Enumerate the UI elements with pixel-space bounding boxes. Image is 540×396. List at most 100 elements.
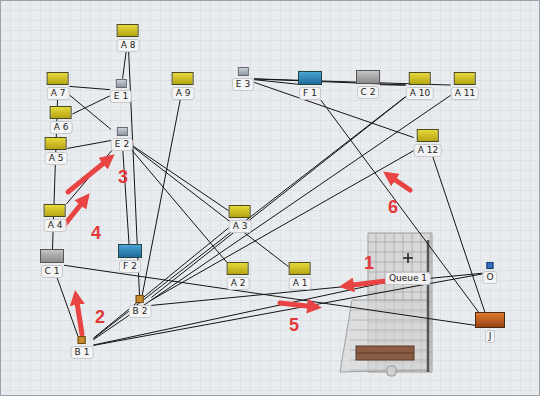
callout-number: 4 bbox=[91, 224, 101, 242]
object-label: A 9 bbox=[172, 87, 195, 100]
object-label: E 3 bbox=[232, 78, 254, 91]
conveyor-object: C 2 bbox=[356, 70, 380, 99]
connection-line bbox=[133, 147, 288, 267]
object-icon bbox=[47, 72, 69, 85]
callout-number: 3 bbox=[118, 168, 128, 186]
connection-line bbox=[380, 84, 406, 85]
processor-object: A 12 bbox=[414, 129, 442, 157]
object-label: A 7 bbox=[47, 87, 70, 100]
processor-object: A 4 bbox=[44, 204, 67, 232]
operator-object: E 2 bbox=[111, 127, 133, 151]
source-object: O bbox=[482, 262, 497, 284]
connection-line bbox=[72, 96, 109, 114]
connection-line bbox=[129, 52, 140, 296]
object-label: A 2 bbox=[227, 277, 250, 290]
combiner-object: F 1 bbox=[298, 71, 322, 100]
dispatcher-object: B 1 bbox=[71, 336, 94, 359]
object-icon bbox=[229, 205, 251, 218]
dispatcher-object: B 2 bbox=[129, 295, 152, 318]
connection-line bbox=[66, 151, 111, 205]
object-icon bbox=[44, 204, 66, 217]
object-label: A 3 bbox=[229, 220, 252, 233]
connection-line bbox=[93, 228, 228, 338]
connection-line bbox=[433, 157, 485, 313]
processor-object: A 3 bbox=[229, 205, 252, 233]
processor-object: A 11 bbox=[451, 72, 479, 100]
processor-object: A 2 bbox=[227, 262, 250, 290]
object-label: B 1 bbox=[71, 346, 94, 359]
object-label: A 6 bbox=[50, 121, 73, 134]
object-icon bbox=[454, 72, 476, 85]
object-icon bbox=[475, 312, 505, 328]
connection-line bbox=[123, 52, 127, 79]
object-label: C 2 bbox=[357, 86, 380, 99]
processor-object: A 5 bbox=[45, 137, 68, 165]
object-icon bbox=[45, 137, 67, 150]
object-icon bbox=[238, 67, 249, 76]
processor-object: A 7 bbox=[47, 72, 70, 100]
connection-line bbox=[57, 278, 78, 336]
connection-line bbox=[69, 95, 110, 129]
object-label: E 2 bbox=[111, 138, 133, 151]
object-label: A 1 bbox=[289, 277, 312, 290]
connection-line bbox=[93, 97, 405, 339]
object-icon bbox=[227, 262, 249, 275]
connection-line bbox=[69, 86, 109, 89]
object-label: A 4 bbox=[44, 219, 67, 232]
operator-object: E 3 bbox=[232, 67, 254, 91]
connection-line bbox=[133, 146, 228, 211]
sink-object: J bbox=[475, 312, 505, 343]
processor-object: A 9 bbox=[172, 72, 195, 100]
processor-object: A 1 bbox=[289, 262, 312, 290]
conveyor-object: C 1 bbox=[40, 249, 64, 278]
object-label: E 1 bbox=[110, 90, 132, 103]
object-icon bbox=[289, 262, 311, 275]
object-icon bbox=[116, 79, 127, 88]
connection-line bbox=[151, 273, 482, 305]
object-label: C 1 bbox=[41, 265, 64, 278]
connection-line bbox=[132, 151, 226, 263]
connection-line bbox=[64, 265, 475, 325]
callout-number: 6 bbox=[388, 198, 398, 216]
object-label: A 5 bbox=[45, 152, 68, 165]
object-icon bbox=[40, 249, 64, 263]
object-label: A 8 bbox=[117, 39, 140, 52]
object-icon bbox=[50, 106, 72, 119]
operator-object: E 1 bbox=[110, 79, 132, 103]
object-icon bbox=[117, 24, 139, 37]
object-icon bbox=[409, 72, 431, 85]
object-icon bbox=[417, 129, 439, 142]
connection-line bbox=[123, 151, 129, 245]
object-label: B 2 bbox=[129, 305, 152, 318]
object-icon bbox=[136, 295, 144, 303]
callout-number: 2 bbox=[95, 308, 105, 326]
processor-object: A 10 bbox=[406, 72, 434, 100]
object-label: O bbox=[482, 271, 497, 284]
connection-line bbox=[142, 100, 180, 296]
connection-line bbox=[151, 151, 413, 300]
processor-object: A 8 bbox=[117, 24, 140, 52]
object-label: A 12 bbox=[414, 144, 442, 157]
object-icon bbox=[356, 70, 380, 84]
object-label: F 1 bbox=[299, 87, 321, 100]
queue-object: Queue 1 bbox=[385, 270, 431, 285]
connection-line bbox=[93, 95, 450, 339]
object-label: F 2 bbox=[119, 260, 141, 273]
object-icon bbox=[117, 127, 128, 136]
object-icon bbox=[172, 72, 194, 85]
connection-line bbox=[151, 97, 405, 298]
connection-line bbox=[321, 100, 479, 312]
callout-number: 1 bbox=[364, 254, 374, 272]
combiner-object: F 2 bbox=[118, 244, 142, 273]
object-label: Queue 1 bbox=[385, 272, 431, 285]
callout-number: 5 bbox=[289, 316, 299, 334]
connection-line bbox=[67, 141, 110, 149]
object-icon bbox=[487, 262, 494, 269]
object-icon bbox=[78, 336, 86, 344]
object-label: A 11 bbox=[451, 87, 479, 100]
object-label: J bbox=[485, 330, 496, 343]
object-icon bbox=[118, 244, 142, 258]
connection-line bbox=[93, 282, 385, 345]
object-label: A 10 bbox=[406, 87, 434, 100]
object-icon bbox=[298, 71, 322, 85]
